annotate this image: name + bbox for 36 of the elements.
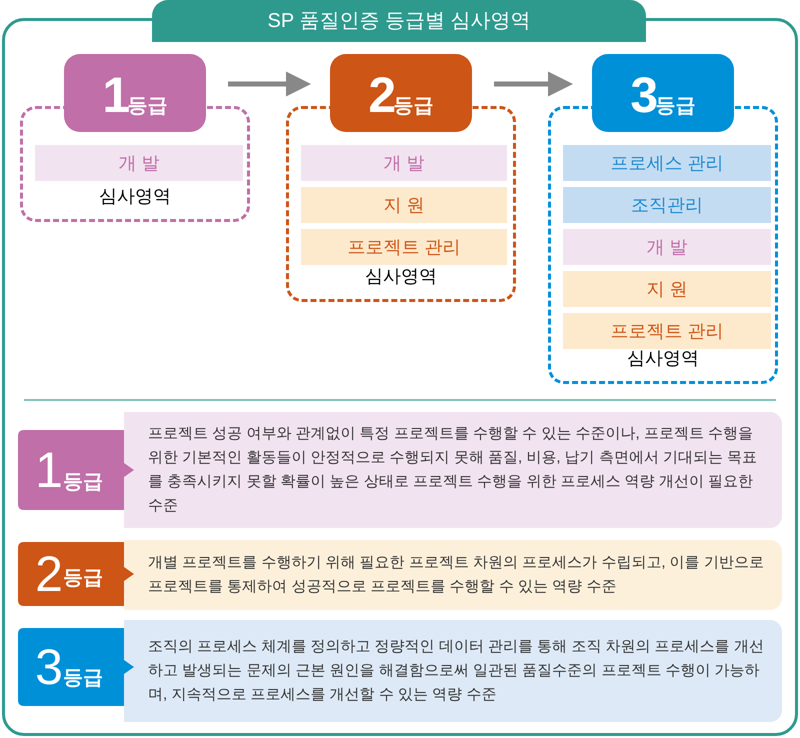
category-bar: 개 발 (35, 145, 243, 181)
grade-suffix: 등급 (394, 96, 434, 116)
category-bar: 지 원 (563, 271, 771, 307)
title-banner: SP 품질인증 등급별 심사영역 (152, 0, 646, 42)
grade-suffix: 등급 (62, 568, 103, 588)
area-caption: 심사영역 (365, 264, 437, 287)
grade-number: 1 (35, 445, 63, 495)
grade-suffix: 등급 (128, 96, 168, 116)
grade-suffix: 등급 (656, 96, 696, 116)
grade-number: 1 (102, 70, 128, 120)
grade-badge (330, 54, 472, 132)
grade-number: 3 (35, 642, 63, 692)
grade-badge (592, 54, 734, 132)
grade-badge (18, 628, 134, 706)
grade-badge (64, 54, 206, 132)
arrow (228, 72, 311, 96)
area-caption: 심사영역 (99, 184, 171, 207)
description-card: 개별 프로젝트를 수행하기 위해 필요한 프로젝트 차원의 프로세스가 수립되고, 이를 기반으로 프로젝트를 통제하여 성공적으로 프로젝트를 수행할 수 있는 역량 수준 (124, 540, 782, 610)
category-bar: 개 발 (301, 145, 507, 181)
grade-number: 2 (368, 70, 394, 120)
grade-badge (18, 430, 134, 510)
category-bar: 프로세스 관리 (563, 145, 771, 181)
category-bar: 지 원 (301, 187, 507, 223)
category-bar: 프로젝트 관리 (301, 229, 507, 265)
area-caption: 심사영역 (627, 346, 699, 369)
description-card: 프로젝트 성공 여부와 관계없이 특정 프로젝트를 수행할 수 있는 수준이나, 프로젝트 수행을 위한 기본적인 활동들이 안정적으로 수행되지 못해 품질, 비용, 납기 측면에서 기대되는 목표를 충족시키지 못할 확률이 높은 상태로 프로젝트 수행을 위한 프로세스 역량 개선이 필요한 수준 (124, 412, 782, 528)
category-bar: 개 발 (563, 229, 771, 265)
grade-suffix: 등급 (62, 472, 103, 492)
grade-number: 2 (35, 549, 63, 599)
category-bar: 프로젝트 관리 (563, 313, 771, 349)
category-bar: 조직관리 (563, 187, 771, 223)
description-card: 조직의 프로세스 체계를 정의하고 정량적인 데이터 관리를 통해 조직 차원의 프로세스를 개선하고 발생되는 문제의 근본 원인을 해결함으로써 일관된 품질수준의 프로젝트 수행이 가능하며, 지속적으로 프로세스를 개선할 수 있는 역량 수준 (124, 620, 782, 722)
grade-suffix: 등급 (62, 668, 103, 688)
grade-badge (18, 542, 134, 606)
arrow (494, 72, 573, 96)
grade-number: 3 (630, 70, 656, 120)
